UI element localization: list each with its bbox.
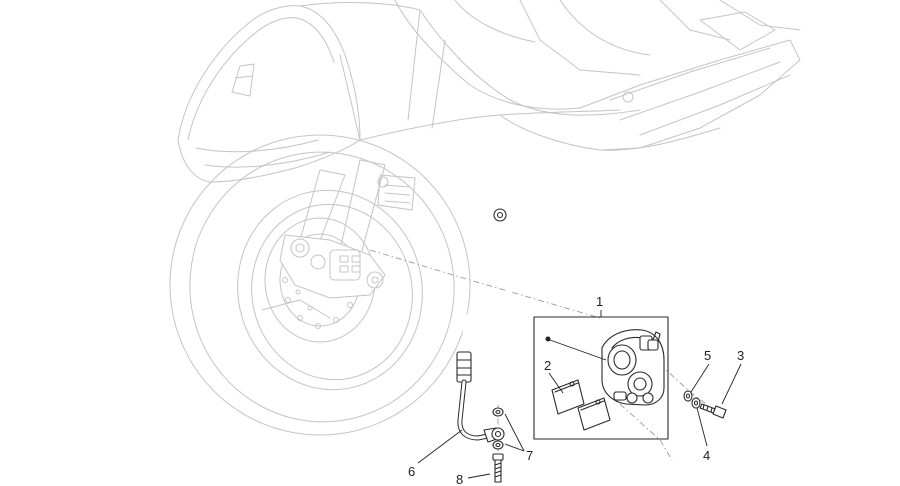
callout-5: 5	[704, 348, 711, 363]
brake-pads	[551, 379, 611, 431]
scooter-ghost-outline	[177, 0, 801, 183]
front-wheel-ghost	[169, 134, 471, 436]
callout-7: 7	[526, 448, 533, 463]
brake-caliper	[601, 329, 665, 406]
leader-lines	[417, 310, 742, 479]
callout-8: 8	[456, 472, 463, 486]
callout-3: 3	[737, 348, 744, 363]
callout-4: 4	[703, 448, 710, 463]
callout-6: 6	[408, 464, 415, 479]
callout-2: 2	[544, 358, 551, 373]
caliper-washers	[683, 390, 701, 409]
banjo-bolt	[492, 453, 504, 483]
callout-1: 1	[596, 294, 603, 309]
caliper-bolt	[699, 403, 727, 419]
brake-hose	[456, 208, 520, 443]
callout-labels: 1 2 3 4 5 6 7 8	[408, 294, 744, 486]
sealing-washers	[492, 407, 504, 450]
